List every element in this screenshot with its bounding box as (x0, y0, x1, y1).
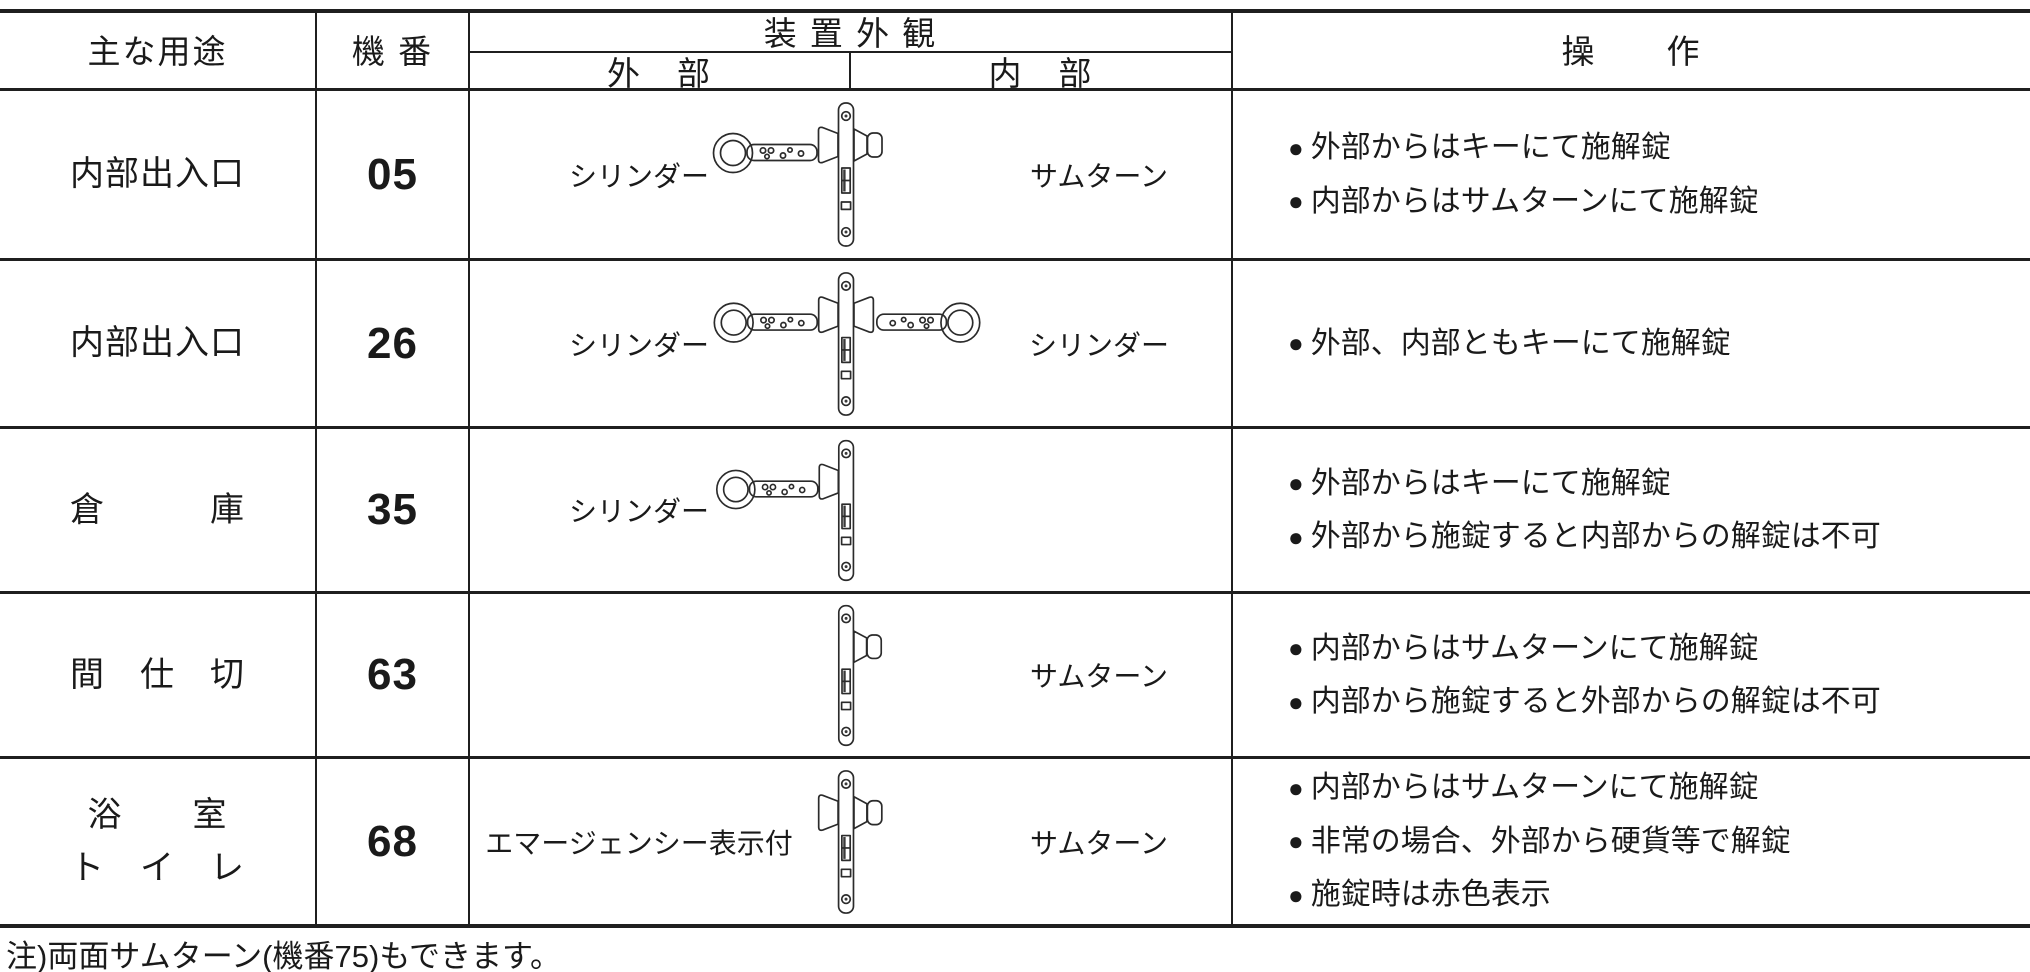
bullet-icon: ● (1288, 132, 1304, 163)
machine-number: 35 (367, 485, 418, 534)
usage-line2: ト イ レ (70, 848, 245, 887)
header-interior: 内 部 (988, 55, 1094, 92)
usage-cell: 浴 室 ト イ レ (0, 759, 315, 924)
operation-line: ●内部から施錠すると外部からの解錠は不可 (1288, 675, 1881, 728)
lock-faceplate-icon (837, 102, 855, 247)
operation-text: 外部から施錠すると内部からの解錠は不可 (1310, 520, 1881, 553)
cylinder-housing-icon (817, 296, 839, 334)
machine-number: 63 (367, 650, 418, 699)
usage-line1: 浴 室 (87, 795, 228, 834)
column-rule-number (468, 9, 470, 928)
interior-part-label: サムターン (1029, 160, 1169, 192)
operation-cell: ●内部からはサムターンにて施解錠 ●内部から施錠すると外部からの解錠は不可 (1233, 594, 2030, 756)
exterior-part-label: シリンダー (568, 329, 709, 361)
emergency-housing-icon (817, 794, 839, 832)
cylinder-housing-icon (853, 296, 875, 334)
operation-line: ●内部からはサムターンにて施解錠 (1288, 622, 1759, 675)
bullet-icon: ● (1288, 686, 1304, 717)
operation-line: ●内部からはサムターンにて施解錠 (1288, 761, 1759, 814)
operation-line: ●外部からはキーにて施解錠 (1288, 457, 1671, 510)
usage-cell: 間 仕 切 (70, 655, 245, 694)
machine-number: 68 (367, 816, 418, 866)
operation-text: 外部、内部ともキーにて施解錠 (1310, 326, 1731, 360)
header-operation: 操 作 (1561, 33, 1702, 70)
header-appearance: 装 置 外 観 (763, 14, 938, 52)
interior-part-label (909, 429, 1289, 591)
header-number: 機 番 (351, 33, 434, 70)
operation-text: 施錠時は赤色表示 (1310, 878, 1551, 912)
table-border-top (0, 9, 2030, 13)
operation-text: 内部からはサムターンにて施解錠 (1310, 631, 1759, 665)
lock-faceplate-icon (837, 770, 855, 914)
column-rule-operation (1231, 9, 1233, 928)
bullet-icon: ● (1288, 633, 1304, 664)
bullet-icon: ● (1288, 772, 1304, 803)
exterior-part-label (489, 594, 789, 756)
operation-line: ●非常の場合、外部から硬貨等で解錠 (1288, 815, 1791, 868)
cylinder-housing-icon (817, 126, 839, 164)
operation-text: 非常の場合、外部から硬貨等で解錠 (1310, 824, 1791, 858)
operation-text: 内部からはサムターンにて施解錠 (1310, 771, 1759, 805)
operation-text: 外部からはキーにて施解錠 (1310, 131, 1671, 165)
interior-part-label: サムターン (1029, 827, 1169, 859)
thumbturn-icon (853, 630, 883, 664)
lock-faceplate-icon (837, 272, 855, 416)
header-exterior: 外 部 (607, 55, 712, 92)
operation-text: 内部からはサムターンにて施解錠 (1310, 184, 1759, 218)
operation-cell: ●外部、内部ともキーにて施解錠 (1233, 261, 2030, 426)
machine-number: 05 (367, 149, 418, 199)
exterior-interior-divider (849, 51, 851, 91)
row-separator (0, 426, 2030, 429)
operation-text: 内部から施錠すると外部からの解錠は不可 (1310, 685, 1881, 718)
operation-line: ●施錠時は赤色表示 (1288, 868, 1551, 921)
usage-cell: 内部出入口 (70, 324, 245, 363)
footnote: 注)両面サムターン(機番75)もできます。 (6, 939, 561, 972)
operation-line: ●外部からはキーにて施解錠 (1288, 121, 1671, 174)
operation-line: ●外部から施錠すると内部からの解錠は不可 (1288, 510, 1881, 563)
row-separator (0, 258, 2030, 261)
machine-number: 26 (367, 318, 418, 368)
operation-cell: ●外部からはキーにて施解錠 ●内部からはサムターンにて施解錠 (1233, 91, 2030, 258)
interior-part-label: シリンダー (1028, 329, 1169, 361)
table-border-bottom (0, 924, 2030, 928)
bullet-icon: ● (1288, 879, 1304, 910)
bullet-icon: ● (1288, 468, 1304, 499)
lock-faceplate-icon (837, 604, 855, 747)
operation-line: ●外部、内部ともキーにて施解錠 (1288, 317, 1731, 370)
bullet-icon: ● (1288, 826, 1304, 857)
operation-text: 外部からはキーにて施解錠 (1310, 466, 1671, 500)
thumbturn-icon (853, 795, 883, 830)
row-separator (0, 756, 2030, 759)
column-rule-usage (315, 9, 317, 928)
exterior-part-label: シリンダー (568, 496, 709, 527)
bullet-icon: ● (1288, 328, 1304, 359)
exterior-part-label: エマージェンシー表示付 (485, 827, 793, 859)
header-bottom-rule (0, 88, 2030, 91)
lock-faceplate-icon (837, 439, 855, 582)
interior-part-label: サムターン (1029, 661, 1169, 692)
header-usage: 主な用途 (87, 33, 228, 70)
exterior-part-label: シリンダー (568, 160, 709, 192)
bullet-icon: ● (1288, 186, 1304, 217)
operation-cell: ●外部からはキーにて施解錠 ●外部から施錠すると内部からの解錠は不可 (1233, 429, 2030, 591)
thumbturn-icon (853, 128, 883, 162)
operation-line: ●内部からはサムターンにて施解錠 (1288, 175, 1759, 228)
operation-cell: ●内部からはサムターンにて施解錠 ●非常の場合、外部から硬貨等で解錠 ●施錠時は… (1233, 759, 2030, 924)
usage-cell: 倉 庫 (70, 490, 245, 529)
bullet-icon: ● (1288, 521, 1304, 552)
usage-cell: 内部出入口 (70, 155, 245, 194)
row-separator (0, 591, 2030, 594)
cylinder-housing-icon (818, 463, 840, 500)
